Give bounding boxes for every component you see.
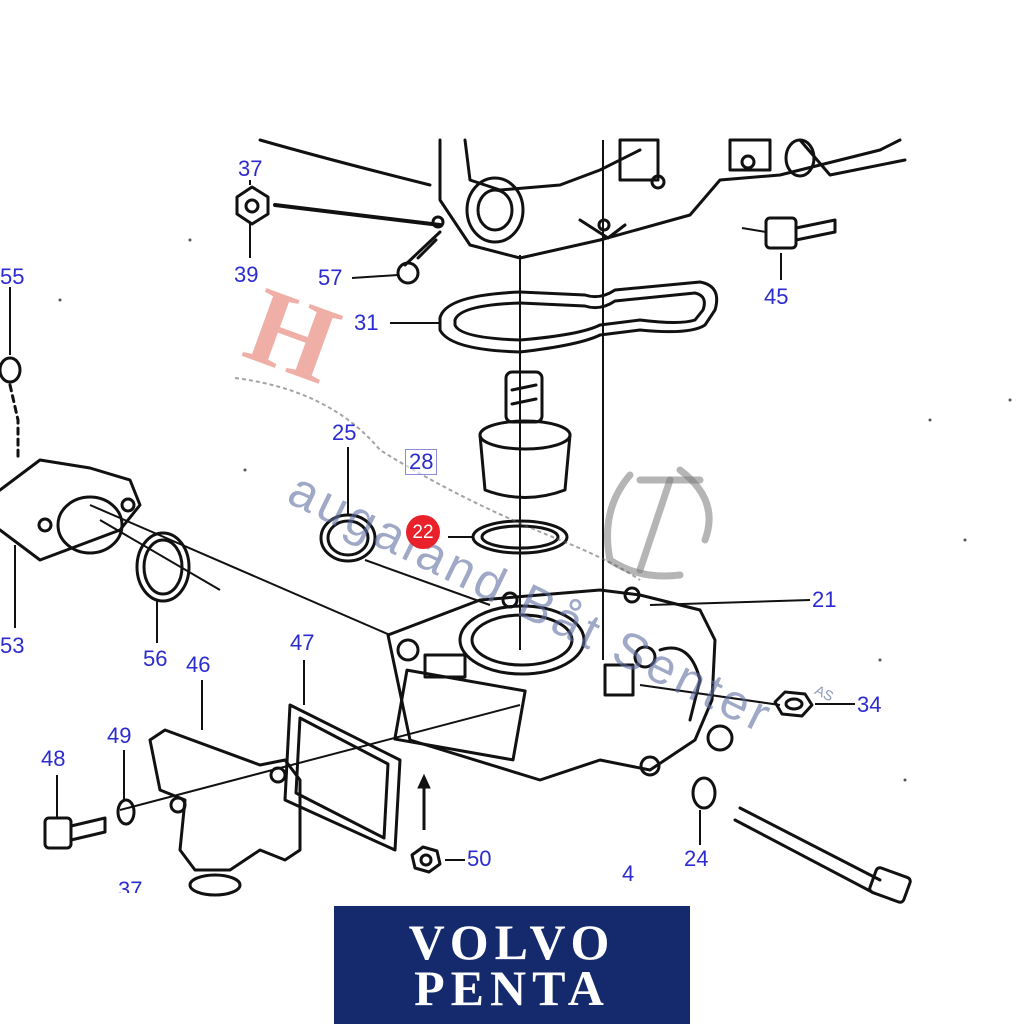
washer-24 (691, 776, 717, 810)
upper-housing (258, 138, 907, 260)
anchor-icon (604, 466, 713, 580)
callout-28: 28 (405, 449, 438, 475)
callout-22-highlighted: 22 (406, 515, 440, 549)
callout-47: 47 (290, 630, 315, 655)
o-ring-56 (135, 531, 191, 603)
callout-34: 34 (857, 692, 882, 717)
callout-24: 24 (684, 846, 709, 871)
callout-25: 25 (332, 420, 357, 445)
bolt-4 (733, 806, 912, 904)
callout-37-top: 37 (238, 156, 263, 181)
thermostat-housing (386, 586, 734, 782)
assembly-arrow (417, 773, 431, 830)
thermostat-28 (478, 370, 572, 499)
washer-55 (0, 356, 22, 384)
callout-39: 39 (234, 262, 259, 287)
nut-34 (773, 690, 814, 718)
callout-21: 21 (812, 587, 837, 612)
callout-46: 46 (186, 652, 211, 677)
gasket-47 (283, 703, 402, 852)
logo-line-2: PENTA (414, 960, 610, 1016)
callout-55: 55 (0, 264, 25, 289)
gasket-31 (438, 280, 719, 354)
elbow-46 (148, 728, 302, 872)
flange-53 (0, 458, 142, 562)
logo-line-1: VOLVO (408, 914, 616, 970)
callout-48: 48 (41, 746, 66, 771)
screw-45 (764, 216, 837, 250)
callout-49: 49 (107, 723, 132, 748)
screw-57 (396, 230, 442, 285)
volvo-penta-logo: VOLVO PENTA (334, 906, 690, 1024)
nut-39 (235, 185, 442, 227)
callout-50: 50 (467, 846, 492, 871)
nut-50 (410, 845, 442, 874)
washer-49 (116, 798, 136, 826)
callout-57: 57 (318, 265, 343, 290)
callout-53: 53 (0, 633, 25, 658)
callout-4: 4 (622, 861, 635, 886)
screw-48 (43, 816, 107, 850)
callout-45: 45 (764, 284, 789, 309)
callout-31: 31 (354, 310, 379, 335)
callout-37-bottom: 37 (118, 879, 143, 893)
callout-56: 56 (143, 646, 168, 671)
